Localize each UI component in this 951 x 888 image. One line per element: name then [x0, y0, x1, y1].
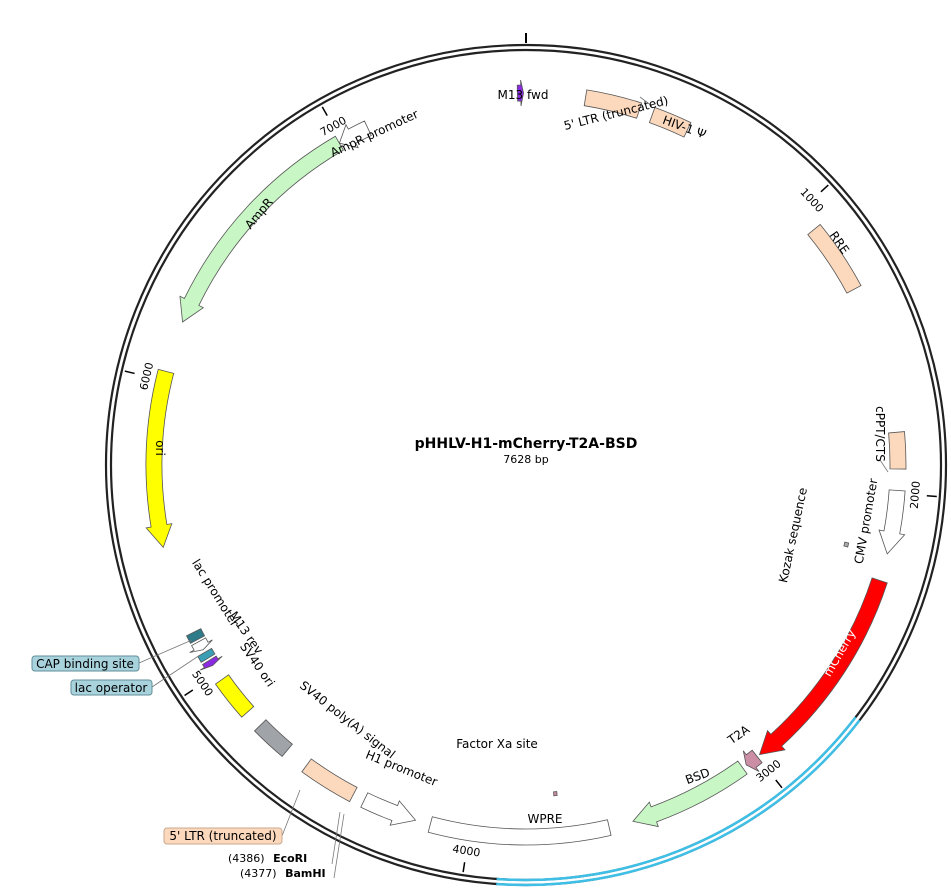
- tick-label-2000: 2000: [908, 480, 923, 509]
- feature-ampr-promoter: [338, 120, 372, 149]
- tick-4000: [462, 862, 466, 873]
- plasmid-title: pHHLV-H1-mCherry-T2A-BSD: [415, 436, 638, 452]
- callout-lac-operator: lac operator: [70, 679, 153, 696]
- site-ecori-pos: (4386): [228, 852, 265, 865]
- label-cppt: cPPT/CTS: [873, 406, 887, 462]
- feature-wpre: [427, 816, 612, 846]
- label-wpre: WPRE: [527, 812, 562, 826]
- feature-ori: [145, 368, 175, 549]
- callout-ltr5-text: 5' LTR (truncated): [169, 829, 276, 843]
- feature-bsd: [632, 760, 748, 828]
- callout-cap-text: CAP binding site: [36, 657, 134, 671]
- leader-line-5: [639, 96, 653, 107]
- plasmid-size: 7628 bp: [503, 453, 548, 466]
- leader-lines: [138, 96, 889, 879]
- site-ecori: (4386) EcoRI: [228, 852, 307, 865]
- label-h1: H1 promoter: [364, 748, 440, 790]
- tick-label-4000: 4000: [452, 842, 482, 859]
- feature-hiv1-psi: [648, 107, 692, 138]
- leader-line-6: [879, 459, 889, 473]
- callout-cap-binding-site: CAP binding site: [31, 655, 140, 672]
- leader-line-0: [138, 639, 193, 664]
- feature-ltr5-trunc: [583, 89, 643, 119]
- tick-label-6000: 6000: [137, 361, 156, 391]
- feature-m13-rev: [199, 655, 223, 671]
- feature-kozak: [843, 541, 850, 548]
- feature-cmv-promoter: [878, 489, 906, 555]
- label-t2a: T2A: [724, 722, 752, 748]
- tick-5000: [184, 689, 194, 697]
- leader-line-2: [281, 789, 301, 837]
- site-ecori-name: EcoRI: [273, 852, 307, 865]
- feature-t2a: [742, 749, 763, 772]
- feature-cppt-cts: [888, 431, 907, 470]
- feature-mcherry: [758, 577, 888, 756]
- label-hiv1-psi: HIV-1 Ψ: [661, 113, 708, 142]
- label-kozak: Kozak sequence: [776, 486, 810, 584]
- leader-line-1: [151, 654, 201, 688]
- tick-6000: [124, 370, 135, 375]
- feature-sv40-ori: [214, 674, 255, 718]
- site-bamhi: (4377) BamHI: [240, 867, 326, 880]
- label-factor-xa: Factor Xa site: [456, 737, 538, 751]
- site-bamhi-pos: (4377): [240, 867, 277, 880]
- feature-lac-promoter: [189, 637, 213, 653]
- feature-h1-promoter: [360, 792, 417, 826]
- tick-label-5000: 5000: [189, 668, 215, 698]
- label-sv40-polya: SV40 poly(A) signal: [297, 678, 398, 761]
- highlight-outer: [496, 719, 861, 887]
- callout-ltr5: 5' LTR (truncated): [163, 827, 283, 845]
- site-bamhi-name: BamHI: [285, 867, 326, 880]
- leader-line-3: [331, 811, 341, 865]
- feature-m13-fwd: [516, 79, 524, 107]
- tick-3000: [775, 779, 783, 789]
- label-lac-promoter: lac promoter: [189, 557, 242, 630]
- feature-factor-xa: [553, 791, 558, 797]
- label-cmv: CMV promoter: [852, 477, 881, 565]
- label-ori: ori: [153, 440, 167, 456]
- tick-7000: [321, 106, 328, 116]
- feature-lac-operator: [197, 647, 216, 663]
- tick-1000: [820, 184, 829, 193]
- tick-2000: [926, 495, 937, 498]
- callout-lac-text: lac operator: [75, 681, 148, 695]
- feature-sv40-polya: [253, 719, 293, 757]
- leader-line-4: [333, 813, 345, 879]
- label-m13-fwd: M13 fwd: [498, 88, 549, 102]
- feature-rre: [807, 223, 862, 294]
- feature-ampr: [179, 135, 344, 323]
- highlight-arc: [496, 716, 861, 887]
- highlight-inner: [496, 716, 857, 882]
- features: [145, 79, 907, 846]
- feature-ltr5-trunc-2: [301, 758, 358, 803]
